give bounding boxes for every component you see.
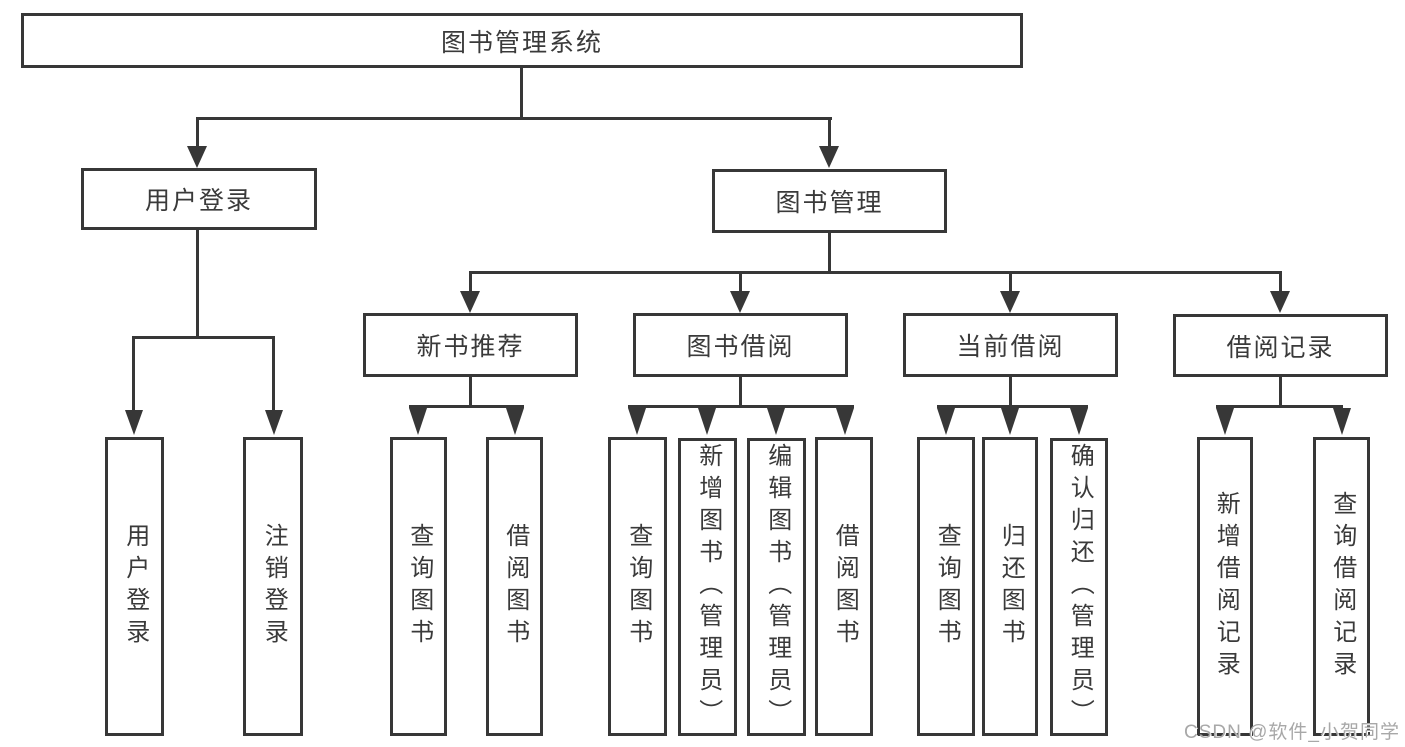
connector-drop-current-borrow bbox=[1009, 271, 1012, 292]
arrowhead-borrow-edit-icon bbox=[767, 408, 785, 435]
leaf-logout: 注销登录 bbox=[243, 437, 303, 736]
arrowhead-book-management-icon bbox=[819, 146, 839, 168]
connector-borrow-stem bbox=[739, 377, 742, 408]
arrowhead-user-login-icon bbox=[187, 146, 207, 168]
connector-drop-book-borrow bbox=[739, 271, 742, 292]
leaf-records-query-record: 查询借阅记录 bbox=[1313, 437, 1370, 736]
leaf-records-query-record-label: 查询借阅记录 bbox=[1328, 490, 1356, 683]
leaf-borrow-query-books: 查询图书 bbox=[608, 437, 667, 736]
leaf-borrow-query-books-label: 查询图书 bbox=[624, 522, 652, 651]
connector-drop-borrow-records bbox=[1279, 271, 1282, 292]
connector-rec-stem bbox=[469, 377, 472, 408]
leaf-rec-borrow-books: 借阅图书 bbox=[486, 437, 543, 736]
leaf-borrow-edit-books-admin-label: 编辑图书（管理员） bbox=[763, 443, 791, 731]
connector-current-bar bbox=[937, 405, 1088, 408]
connector-current-stem bbox=[1009, 377, 1012, 408]
leaf-current-confirm-return-admin-label: 确认归还（管理员） bbox=[1066, 443, 1094, 731]
csdn-watermark: CSDN @软件_小贺同学 bbox=[1184, 722, 1400, 743]
arrowhead-borrow-add-icon bbox=[698, 408, 716, 435]
leaf-records-add-record-label: 新增借阅记录 bbox=[1212, 490, 1240, 683]
arrowhead-book-borrow-icon bbox=[730, 291, 750, 313]
connector-rec-bar bbox=[409, 405, 524, 408]
leaf-rec-query-books: 查询图书 bbox=[390, 437, 447, 736]
leaf-current-query-books-label: 查询图书 bbox=[933, 522, 961, 651]
arrowhead-borrow-query-icon bbox=[628, 408, 646, 435]
leaf-borrow-borrow-books-label: 借阅图书 bbox=[831, 522, 859, 651]
leaf-current-return-books-label: 归还图书 bbox=[997, 522, 1025, 651]
node-borrow-records: 借阅记录 bbox=[1173, 314, 1388, 377]
connector-level3-bar bbox=[469, 271, 1282, 274]
node-root: 图书管理系统 bbox=[21, 13, 1023, 68]
node-new-book-recommend: 新书推荐 bbox=[363, 313, 578, 377]
connector-drop-leaf-logout bbox=[272, 336, 275, 411]
connector-book-management-stem bbox=[828, 233, 831, 274]
connector-level1-bar bbox=[196, 117, 832, 120]
arrowhead-records-add-icon bbox=[1216, 408, 1234, 435]
arrowhead-current-return-icon bbox=[1001, 408, 1019, 435]
leaf-borrow-add-books-admin: 新增图书（管理员） bbox=[678, 438, 737, 736]
leaf-rec-borrow-books-label: 借阅图书 bbox=[501, 522, 529, 651]
arrowhead-borrow-records-icon bbox=[1270, 291, 1290, 313]
connector-drop-new-book-recommend bbox=[469, 271, 472, 292]
connector-drop-book-management bbox=[828, 117, 831, 148]
leaf-user-login-label: 用户登录 bbox=[121, 522, 149, 651]
leaf-current-return-books: 归还图书 bbox=[982, 437, 1038, 736]
connector-user-login-stem bbox=[196, 230, 199, 339]
arrowhead-rec-borrow-icon bbox=[506, 408, 524, 435]
connector-user-login-bar bbox=[132, 336, 275, 339]
connector-drop-user-login bbox=[196, 117, 199, 148]
arrowhead-rec-query-icon bbox=[409, 408, 427, 435]
connector-root-stem bbox=[520, 68, 523, 118]
leaf-borrow-borrow-books: 借阅图书 bbox=[815, 437, 873, 736]
arrowhead-leaf-logout-icon bbox=[265, 410, 283, 435]
connector-drop-leaf-user-login bbox=[132, 336, 135, 411]
arrowhead-current-confirm-icon bbox=[1070, 408, 1088, 435]
leaf-logout-label: 注销登录 bbox=[260, 522, 288, 651]
arrowhead-new-book-recommend-icon bbox=[460, 291, 480, 313]
leaf-borrow-add-books-admin-label: 新增图书（管理员） bbox=[694, 443, 722, 731]
connector-records-bar bbox=[1216, 405, 1343, 408]
node-user-login: 用户登录 bbox=[81, 168, 317, 230]
leaf-records-add-record: 新增借阅记录 bbox=[1197, 437, 1253, 736]
arrowhead-leaf-user-login-icon bbox=[125, 410, 143, 435]
leaf-rec-query-books-label: 查询图书 bbox=[405, 522, 433, 651]
leaf-current-query-books: 查询图书 bbox=[917, 437, 975, 736]
node-book-borrow: 图书借阅 bbox=[633, 313, 848, 377]
connector-borrow-bar bbox=[628, 405, 854, 408]
connector-records-stem bbox=[1279, 377, 1282, 408]
leaf-user-login: 用户登录 bbox=[105, 437, 164, 736]
arrowhead-current-query-icon bbox=[937, 408, 955, 435]
node-current-borrow: 当前借阅 bbox=[903, 313, 1118, 377]
arrowhead-records-query-icon bbox=[1333, 408, 1351, 435]
arrowhead-borrow-borrow-icon bbox=[836, 408, 854, 435]
leaf-current-confirm-return-admin: 确认归还（管理员） bbox=[1050, 438, 1108, 736]
leaf-borrow-edit-books-admin: 编辑图书（管理员） bbox=[747, 438, 806, 736]
arrowhead-current-borrow-icon bbox=[1000, 291, 1020, 313]
node-book-management: 图书管理 bbox=[712, 169, 947, 233]
